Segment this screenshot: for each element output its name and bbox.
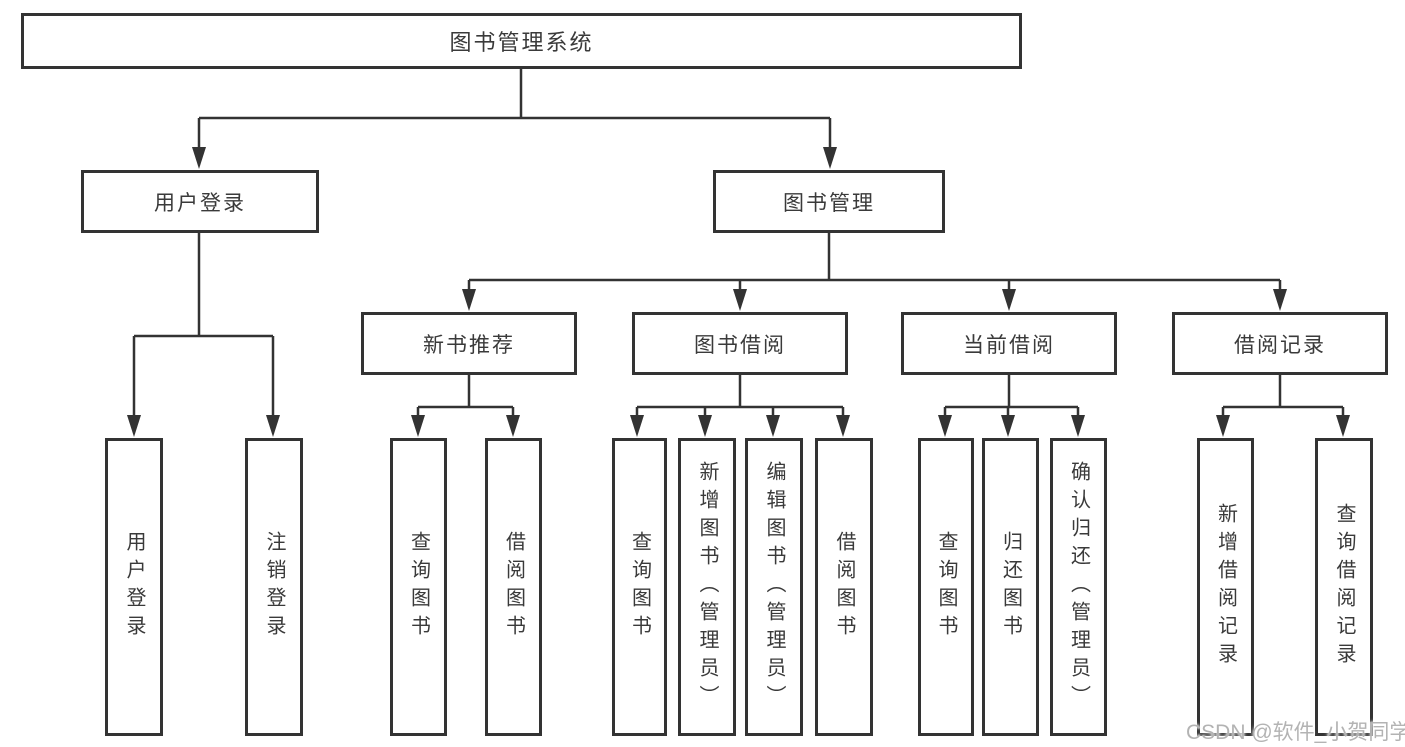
node-label: 查询借阅记录: [1333, 503, 1355, 671]
node-label: 归还图书: [999, 531, 1022, 643]
node-current-borrowing: 当前借阅: [901, 312, 1117, 375]
arrow-icon: [266, 415, 280, 437]
node-leaf-confirm-return-admin: 确认归还（管理员）: [1050, 438, 1107, 736]
arrow-icon: [1002, 289, 1016, 311]
arrow-icon: [1273, 289, 1287, 311]
node-user-login: 用户登录: [81, 170, 319, 233]
arrow-icon: [836, 415, 850, 437]
node-label: 借阅记录: [1234, 333, 1326, 357]
arrow-icon: [630, 415, 644, 437]
arrow-icon: [1071, 415, 1085, 437]
node-label: 借阅图书: [502, 531, 525, 643]
arrow-icon: [411, 415, 425, 437]
node-label: 查询图书: [935, 531, 957, 643]
node-label: 用户登录: [123, 531, 145, 643]
node-label: 新增图书（管理员）: [696, 461, 718, 713]
node-label: 注销登录: [263, 531, 285, 643]
node-borrowing-records: 借阅记录: [1172, 312, 1388, 375]
node-book-management: 图书管理: [713, 170, 945, 233]
arrow-icon: [938, 415, 952, 437]
arrow-icon: [1001, 415, 1015, 437]
csdn-watermark: CSDN @软件_小贺同学: [1186, 721, 1405, 744]
node-label: 用户登录: [154, 191, 246, 215]
node-leaf-borrow-books: 借阅图书: [815, 438, 873, 736]
arrow-icon: [823, 147, 837, 169]
node-label: 查询图书: [407, 531, 430, 643]
node-leaf-add-borrow-record: 新增借阅记录: [1197, 438, 1254, 736]
node-book-borrowing: 图书借阅: [632, 312, 848, 375]
node-leaf-return-books: 归还图书: [982, 438, 1039, 736]
arrow-icon: [192, 147, 206, 169]
arrow-icon: [127, 415, 141, 437]
node-label: 当前借阅: [963, 333, 1055, 357]
node-leaf-edit-books-admin: 编辑图书（管理员）: [745, 438, 803, 736]
arrow-icon: [698, 415, 712, 437]
node-leaf-borrow-books-recommend: 借阅图书: [485, 438, 542, 736]
arrow-icon: [733, 289, 747, 311]
node-label: 查询图书: [628, 531, 651, 643]
node-leaf-query-borrow-record: 查询借阅记录: [1315, 438, 1373, 736]
node-leaf-add-books-admin: 新增图书（管理员）: [678, 438, 736, 736]
arrow-icon: [1216, 415, 1230, 437]
node-leaf-query-books-recommend: 查询图书: [390, 438, 447, 736]
node-label: 确认归还（管理员）: [1067, 461, 1090, 713]
arrow-icon: [766, 415, 780, 437]
node-label: 图书管理系统: [449, 30, 594, 55]
arrow-icon: [506, 415, 520, 437]
node-leaf-user-login: 用户登录: [105, 438, 163, 736]
node-leaf-query-books-current: 查询图书: [918, 438, 974, 736]
node-label: 借阅图书: [833, 531, 855, 643]
node-label: 新书推荐: [423, 333, 515, 357]
node-new-book-recommendation: 新书推荐: [361, 312, 577, 375]
node-label: 新增借阅记录: [1214, 503, 1237, 671]
node-leaf-logout: 注销登录: [245, 438, 303, 736]
arrow-icon: [1336, 415, 1350, 437]
node-label: 图书借阅: [694, 333, 786, 357]
arrow-icon: [462, 289, 476, 311]
node-label: 编辑图书（管理员）: [763, 461, 785, 713]
node-library-system: 图书管理系统: [21, 13, 1022, 69]
node-label: 图书管理: [783, 191, 875, 215]
node-leaf-query-books-borrow: 查询图书: [612, 438, 667, 736]
